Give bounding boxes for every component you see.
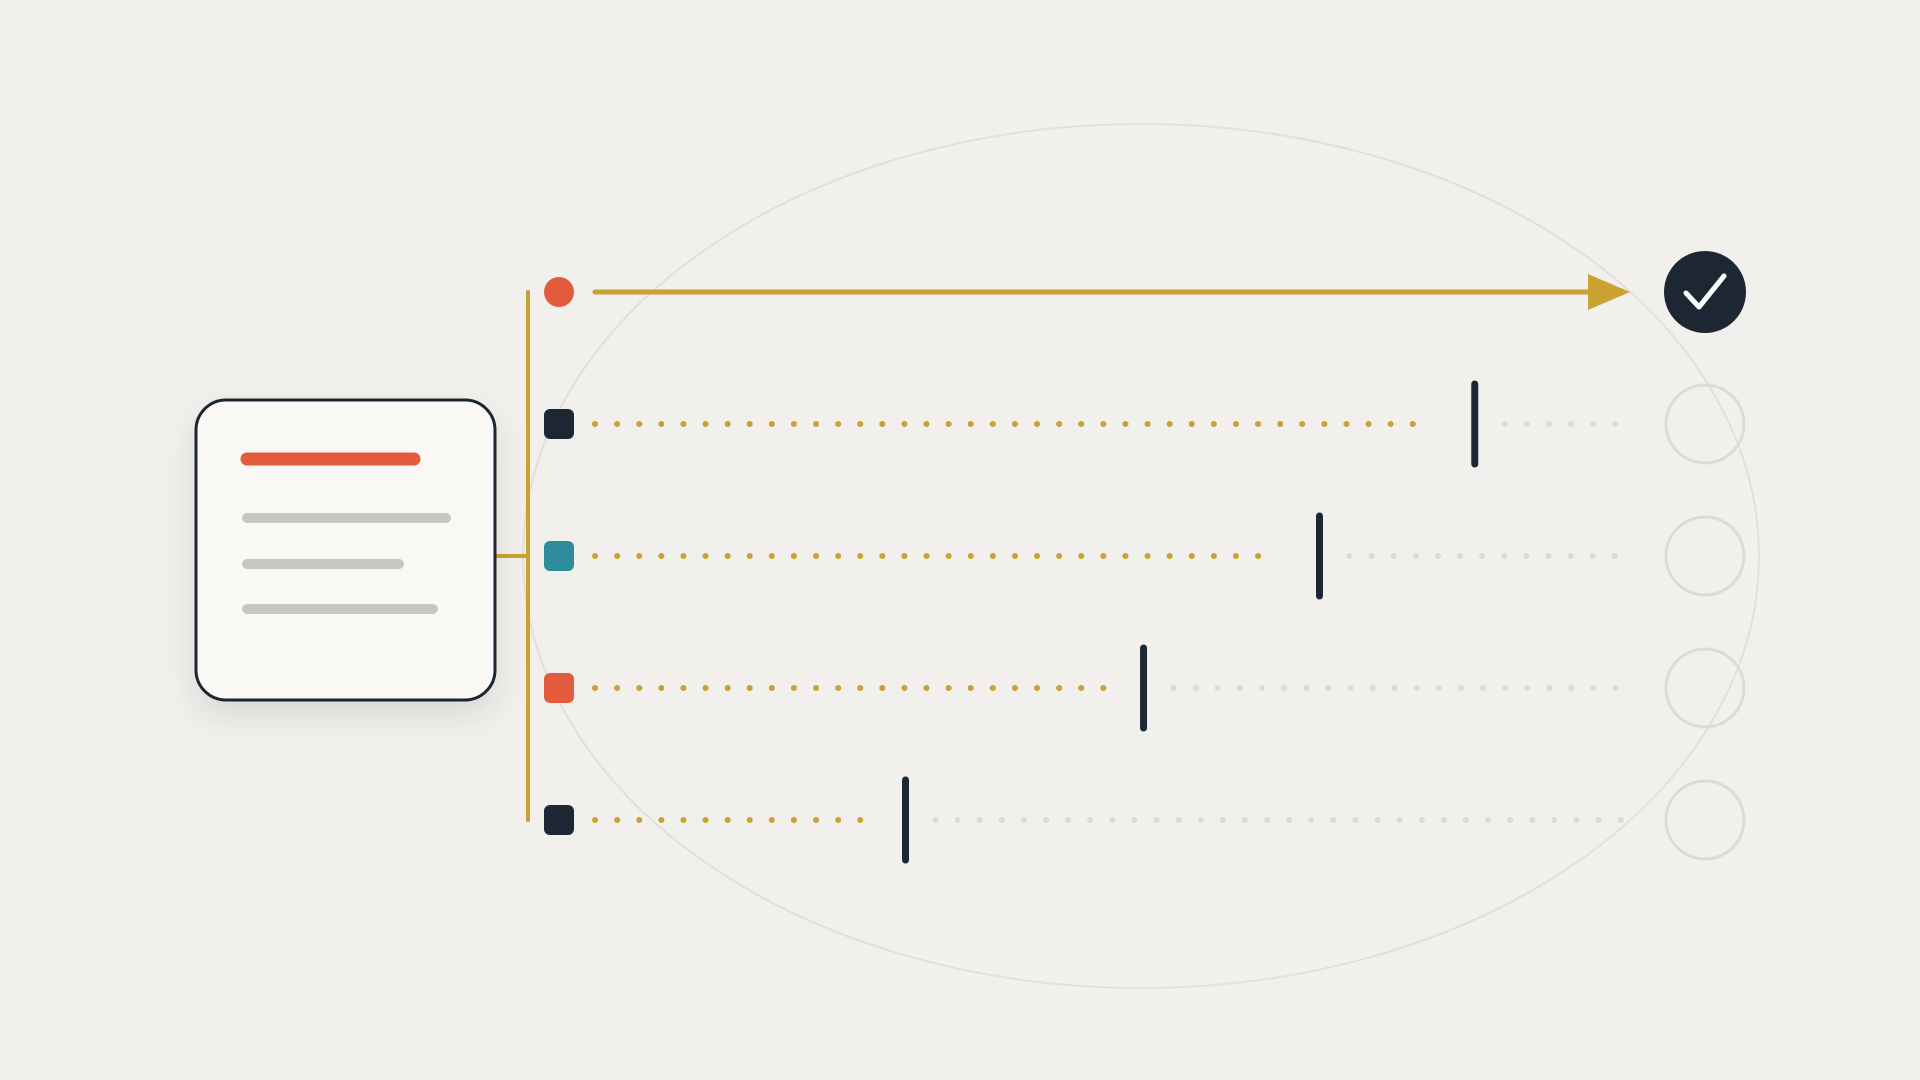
track-marker-square	[544, 541, 574, 571]
track-row	[544, 776, 1746, 864]
empty-circle-icon	[1664, 515, 1746, 597]
track-marker-square	[544, 805, 574, 835]
track-marker-square	[544, 409, 574, 439]
checkmark-icon	[1683, 273, 1727, 310]
empty-circle-icon	[1664, 779, 1746, 861]
arrow-head-icon	[1588, 274, 1630, 310]
status-complete-circle	[1664, 251, 1746, 333]
document-card	[194, 398, 497, 702]
track-row	[544, 251, 1746, 333]
track-row	[544, 512, 1746, 600]
track-row	[544, 644, 1746, 732]
document-card-body	[194, 398, 497, 702]
track-row	[544, 380, 1746, 468]
track-marker-dot	[544, 277, 574, 307]
document-icon	[240, 452, 451, 614]
connector-group	[493, 290, 530, 822]
empty-circle-icon	[1664, 383, 1746, 465]
tracks-layer	[544, 251, 1746, 864]
empty-circle-icon	[1664, 647, 1746, 729]
track-marker-square	[544, 673, 574, 703]
